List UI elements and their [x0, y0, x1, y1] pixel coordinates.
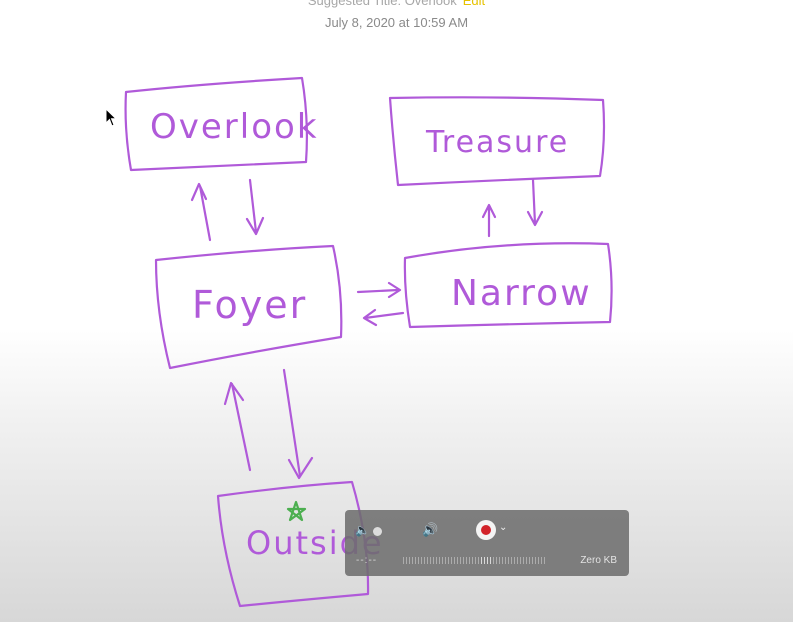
- room-label-overlook: Overlook: [150, 107, 319, 147]
- volume-slider-knob[interactable]: [373, 527, 382, 536]
- arrow-foyer-to-outside: [282, 368, 314, 480]
- star-icon: [286, 500, 307, 522]
- speaker-high-icon: 🔊: [422, 522, 439, 537]
- mouse-pointer-icon: [105, 108, 118, 127]
- speaker-low-icon: 🔈: [355, 523, 370, 537]
- arrow-foyer-to-narrow: [356, 281, 402, 299]
- room-box-outside: [216, 480, 370, 608]
- room-box-treasure: [388, 96, 606, 187]
- arrow-foyer-to-overlook: [190, 182, 212, 242]
- room-box-foyer: [154, 244, 343, 370]
- room-label-foyer: Foyer: [192, 283, 307, 327]
- record-icon: [481, 525, 491, 535]
- arrow-narrow-to-treasure: [481, 203, 497, 238]
- room-label-treasure: Treasure: [425, 125, 569, 160]
- record-button[interactable]: [476, 520, 496, 540]
- screen-recorder-panel: 🔈 🔊 ⌄ --:-- Zero KB: [345, 510, 629, 576]
- arrow-treasure-to-narrow: [526, 178, 544, 227]
- recording-time: --:--: [356, 555, 378, 566]
- arrow-narrow-to-foyer: [362, 308, 405, 327]
- chevron-down-icon[interactable]: ⌄: [499, 522, 508, 533]
- audio-level-meter: [403, 557, 546, 564]
- audio-level-peak: [481, 557, 493, 564]
- note-date: July 8, 2020 at 10:59 AM: [324, 15, 469, 30]
- room-box-narrow: [403, 242, 613, 329]
- recording-size: Zero KB: [580, 555, 617, 566]
- suggested-title: Suggested Title: Overlook Edit: [0, 0, 793, 8]
- arrow-outside-to-foyer: [223, 381, 252, 472]
- room-box-overlook: [124, 76, 308, 172]
- room-label-narrow: Narrow: [451, 273, 592, 314]
- suggested-title-label: Suggested Title: Overlook: [307, 0, 457, 8]
- arrow-overlook-to-foyer: [245, 178, 265, 236]
- edit-title-link[interactable]: Edit: [462, 0, 486, 8]
